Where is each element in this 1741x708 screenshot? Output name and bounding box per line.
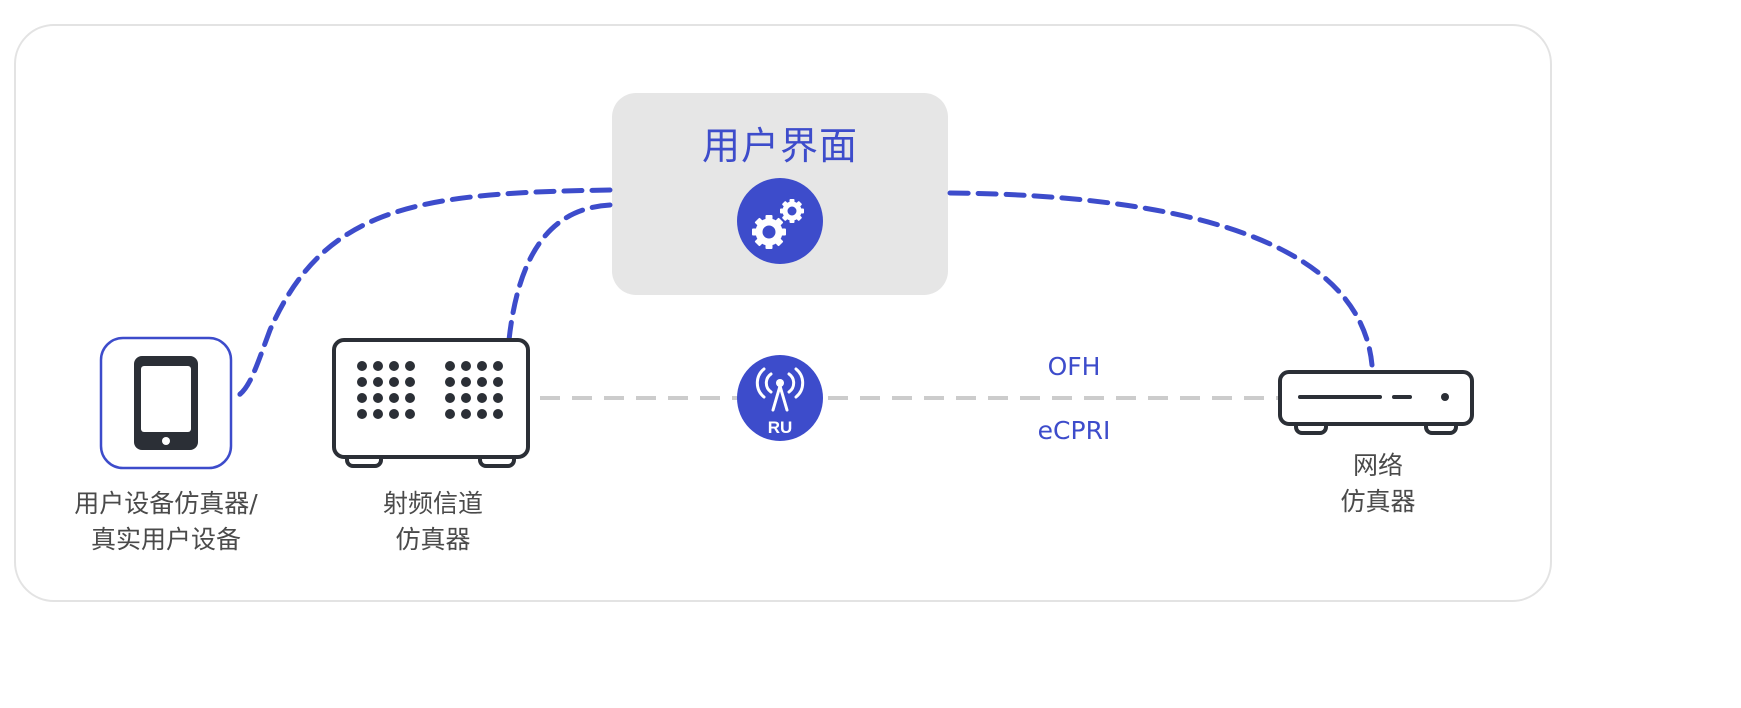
protocol-ofh: OFH (1047, 352, 1101, 381)
vent-dot (461, 409, 471, 419)
vent-dot (493, 409, 503, 419)
vent-dot (445, 393, 455, 403)
vent-dot (493, 377, 503, 387)
ue-label: 用户设备仿真器/ 真实用户设备 (50, 486, 282, 558)
vent-dot (373, 377, 383, 387)
rf-channel-emulator-icon (332, 338, 530, 468)
vent-dot (373, 409, 383, 419)
link-ui-to-network (947, 190, 1375, 368)
vent-dot (461, 393, 471, 403)
rf-label-line2: 仿真器 (395, 525, 471, 554)
vent-dot (493, 393, 503, 403)
user-interface-title: 用户界面 (701, 124, 858, 168)
ue-label-line2: 真实用户设备 (90, 525, 241, 554)
network-label: 网络 仿真器 (1310, 448, 1446, 520)
vent-dot (389, 409, 399, 419)
vent-dot (373, 361, 383, 371)
network-emulator-icon (1278, 370, 1474, 435)
vent-dot (357, 409, 367, 419)
vent-dot (445, 409, 455, 419)
ru-label: RU (768, 418, 793, 437)
vent-dot (405, 393, 415, 403)
ue-label-line1: 用户设备仿真器/ (74, 489, 258, 518)
vent-dot (493, 361, 503, 371)
diagram-canvas: RU (99, 178, 1474, 470)
tablet-icon (99, 336, 233, 470)
vent-dot (477, 361, 487, 371)
protocol-ecpri: eCPRI (1037, 416, 1111, 445)
link-ui-to-ue (229, 187, 613, 401)
vent-dot (405, 409, 415, 419)
gears-icon (737, 178, 823, 264)
rf-label-line1: 射频信道 (382, 489, 483, 518)
vent-dot (357, 393, 367, 403)
radio-tower-icon: RU (737, 355, 823, 441)
vent-dot (461, 361, 471, 371)
vent-dot (405, 361, 415, 371)
diagram-frame (14, 24, 1552, 602)
network-label-line2: 仿真器 (1340, 487, 1416, 516)
vent-dot (477, 393, 487, 403)
vent-dot (445, 361, 455, 371)
link-ui-to-rf (506, 202, 613, 343)
network-label-line1: 网络 (1352, 451, 1403, 480)
vent-dot (477, 377, 487, 387)
vent-dot (357, 377, 367, 387)
vent-dot (445, 377, 455, 387)
vent-dot (389, 377, 399, 387)
vent-dot (373, 393, 383, 403)
vent-dot (405, 377, 415, 387)
vent-dot (477, 409, 487, 419)
vent-dot (389, 361, 399, 371)
rf-label: 射频信道 仿真器 (350, 486, 516, 558)
vent-dot (357, 361, 367, 371)
vent-dot (389, 393, 399, 403)
vent-dot (461, 377, 471, 387)
